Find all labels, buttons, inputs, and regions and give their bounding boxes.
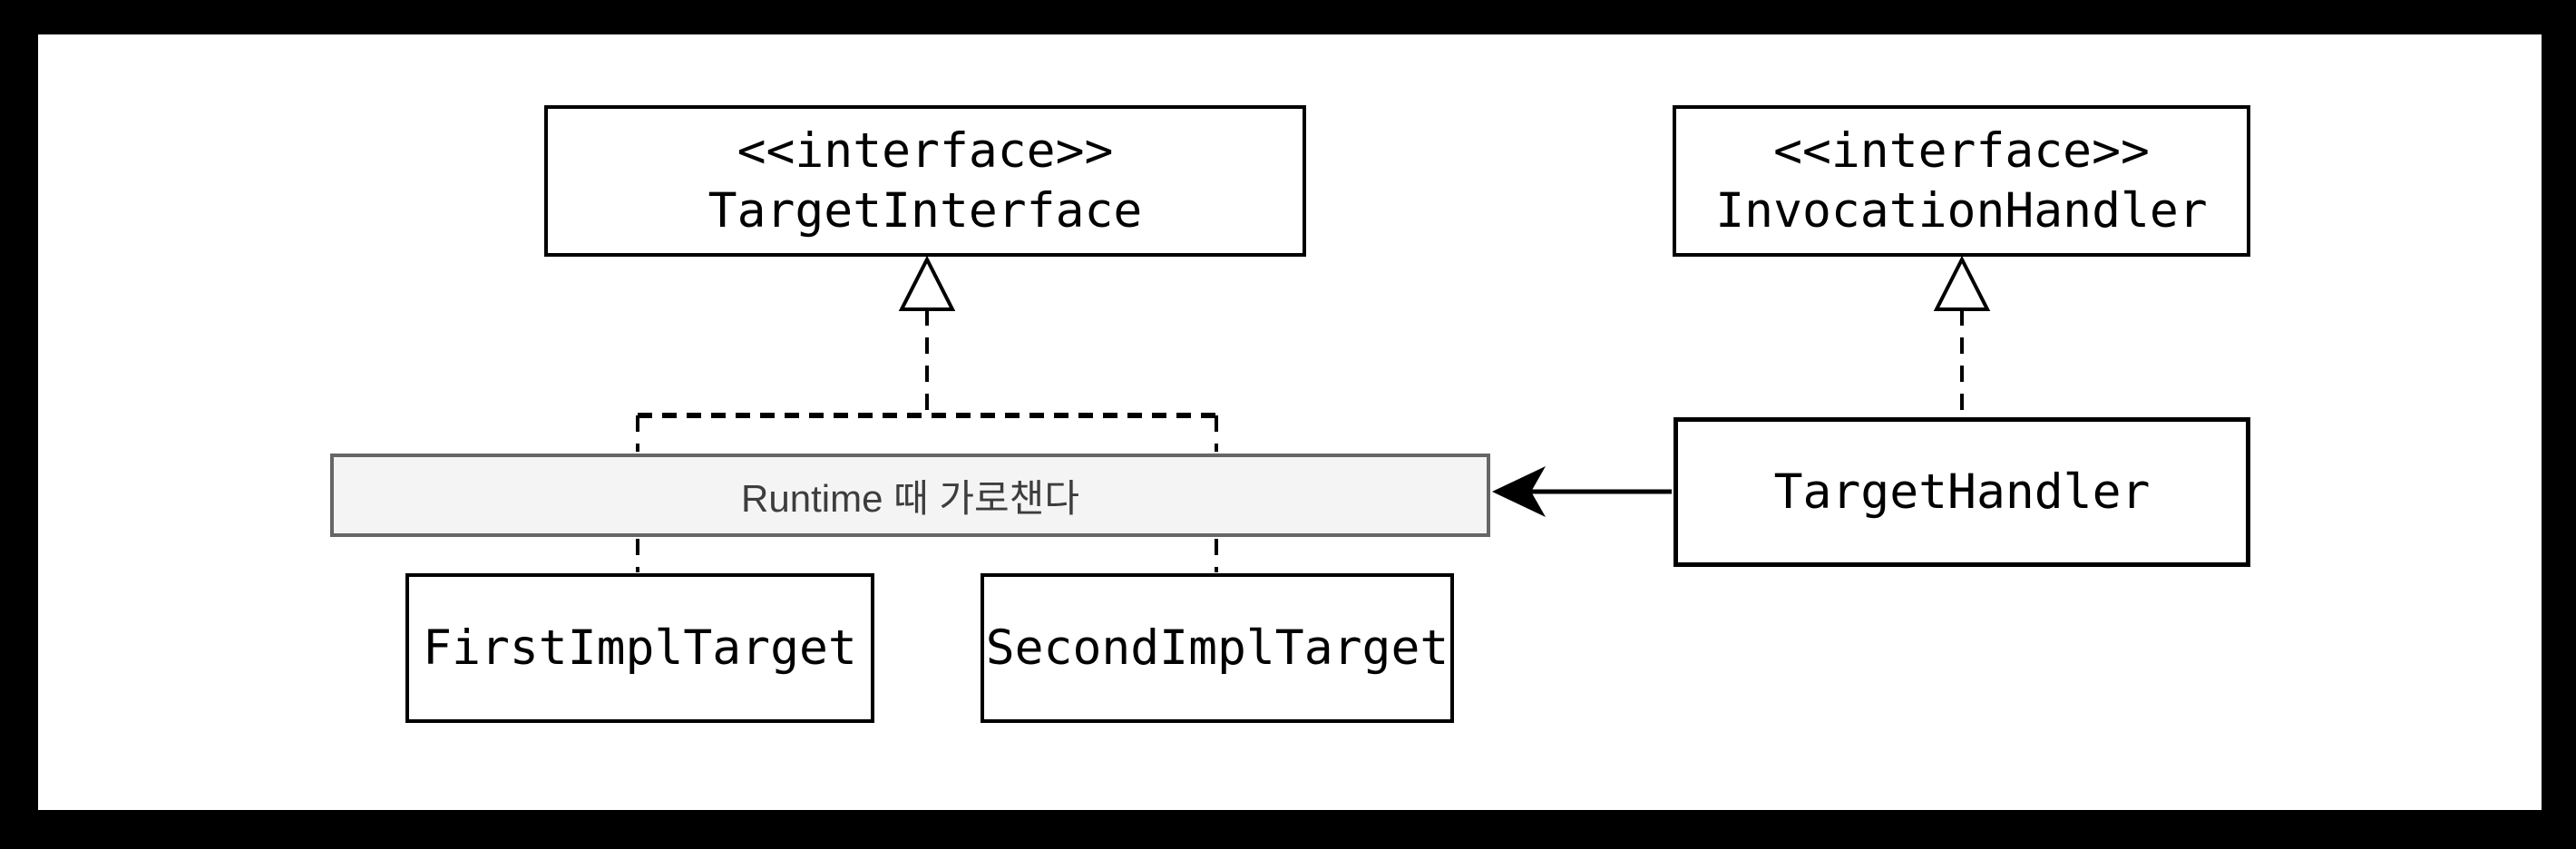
stereotype-label: <<interface>>: [1773, 122, 2150, 179]
class-box-target-handler: TargetHandler: [1673, 417, 2250, 567]
realization-triangle-icon: [1933, 255, 1991, 311]
class-box-first-impl-target: FirstImplTarget: [405, 573, 874, 723]
class-name-label: FirstImplTarget: [423, 620, 857, 676]
note-runtime-intercept: Runtime 때 가로챈다: [330, 454, 1490, 537]
association-arrowhead-icon: [1492, 466, 1546, 517]
class-name-label: SecondImplTarget: [985, 620, 1449, 676]
class-name-label: TargetHandler: [1773, 464, 2151, 520]
class-name-label: TargetInterface: [707, 182, 1143, 239]
note-label: Runtime 때 가로챈다: [741, 476, 1079, 520]
stereotype-label: <<interface>>: [737, 122, 1114, 179]
class-box-target-interface: <<interface>> TargetInterface: [544, 105, 1306, 257]
realization-triangle-icon: [898, 255, 956, 311]
class-name-label: InvocationHandler: [1715, 182, 2208, 239]
class-box-second-impl-target: SecondImplTarget: [981, 573, 1454, 723]
class-box-invocation-handler: <<interface>> InvocationHandler: [1673, 105, 2250, 257]
